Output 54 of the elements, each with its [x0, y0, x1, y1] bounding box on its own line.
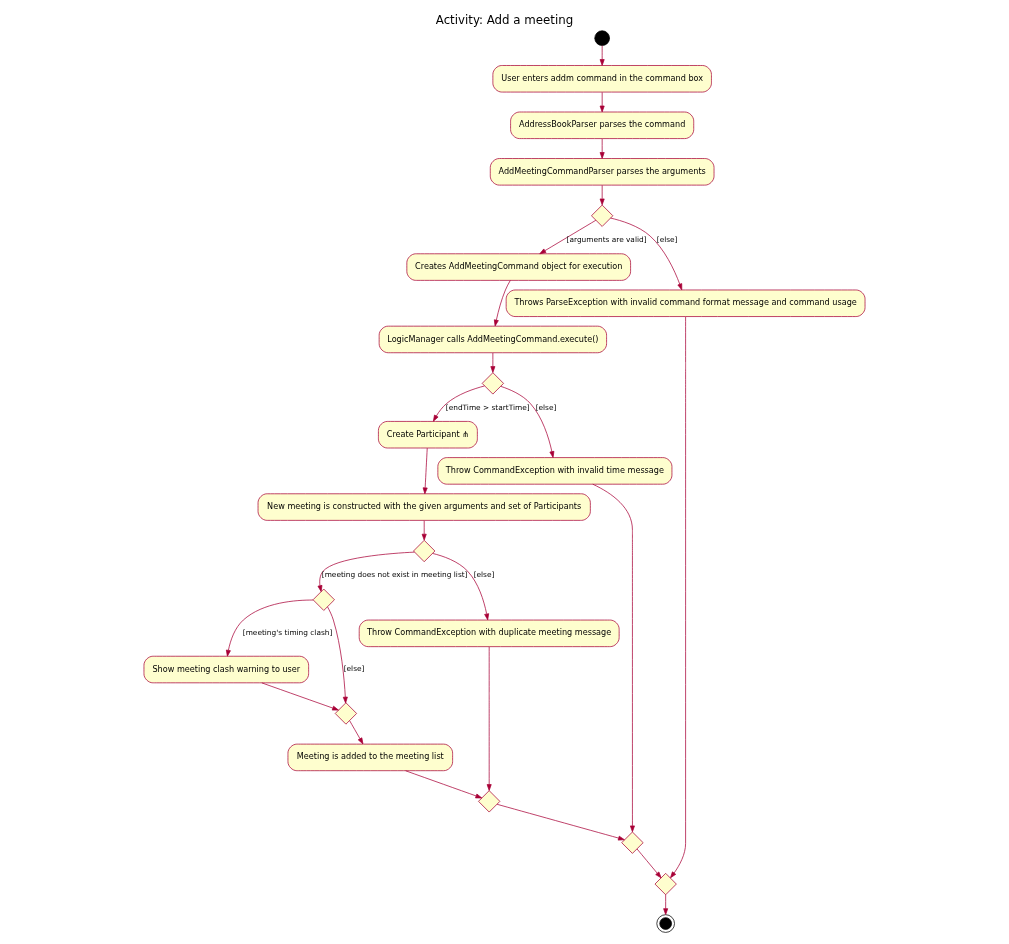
arrow	[610, 217, 683, 291]
edge-label: [else]	[473, 570, 495, 580]
node-diamond	[334, 702, 357, 725]
arrow	[433, 385, 485, 422]
node-diamond	[591, 204, 614, 227]
arrow	[599, 45, 605, 66]
arrow	[421, 520, 427, 541]
node-diamond	[413, 539, 436, 563]
arrow	[599, 184, 605, 206]
node-circle	[594, 30, 610, 46]
node-box: Throws ParseException with invalid command format message and command usage	[505, 289, 866, 317]
arrow	[486, 646, 492, 791]
arrow	[599, 91, 605, 113]
node-box: New meeting is constructed with the given arguments and set of Participants	[257, 493, 591, 521]
arrow	[539, 219, 597, 255]
arrow	[432, 553, 490, 621]
arrow	[422, 447, 428, 495]
edge-label: [else]	[656, 234, 678, 244]
arrow	[327, 606, 348, 704]
arrow	[599, 138, 605, 159]
arrow	[670, 316, 686, 879]
arrow	[663, 894, 669, 915]
arrow	[500, 386, 555, 458]
arrow	[496, 803, 625, 841]
edge-label: [arguments are valid]	[566, 234, 647, 244]
edge-label: [meeting's timing clash]	[242, 628, 333, 638]
arrow	[261, 682, 339, 711]
node-diamond	[478, 790, 501, 813]
node-box: AddressBookParser parses the command	[510, 111, 695, 139]
node-box: Creates AddMeetingCommand object for execution	[406, 253, 631, 281]
edge-label: [endTime > startTime]	[445, 402, 530, 412]
node-box: User enters addm command in the command box	[492, 65, 712, 93]
node-box: Throw CommandException with duplicate meeting message	[358, 619, 620, 647]
node-diamond	[481, 372, 504, 395]
diagram-title: Activity: Add a meeting	[435, 12, 574, 27]
node-box: Meeting is added to the meeting list	[287, 743, 453, 772]
node-box: Show meeting clash warning to user	[143, 655, 309, 684]
arrow	[636, 848, 662, 879]
node-diamond	[312, 588, 335, 611]
arrow	[490, 352, 496, 373]
edge-label: [meeting does not exist in meeting list]	[321, 570, 468, 580]
edge-label: [else]	[535, 402, 557, 412]
arrow	[493, 280, 511, 327]
edge-label: [else]	[343, 664, 365, 674]
node-box: Create Participant ⋔	[378, 421, 478, 449]
node-diamond	[621, 831, 644, 854]
arrow	[592, 483, 635, 833]
arrow	[405, 770, 483, 799]
node-box: Throw CommandException with invalid time message	[437, 457, 673, 485]
node-box: AddMeetingCommandParser parses the arguments	[489, 158, 715, 186]
node-box: LogicManager calls AddMeetingCommand.execute()	[378, 325, 607, 354]
arrow	[349, 720, 364, 745]
arrow	[317, 551, 415, 592]
arrow	[226, 599, 314, 657]
